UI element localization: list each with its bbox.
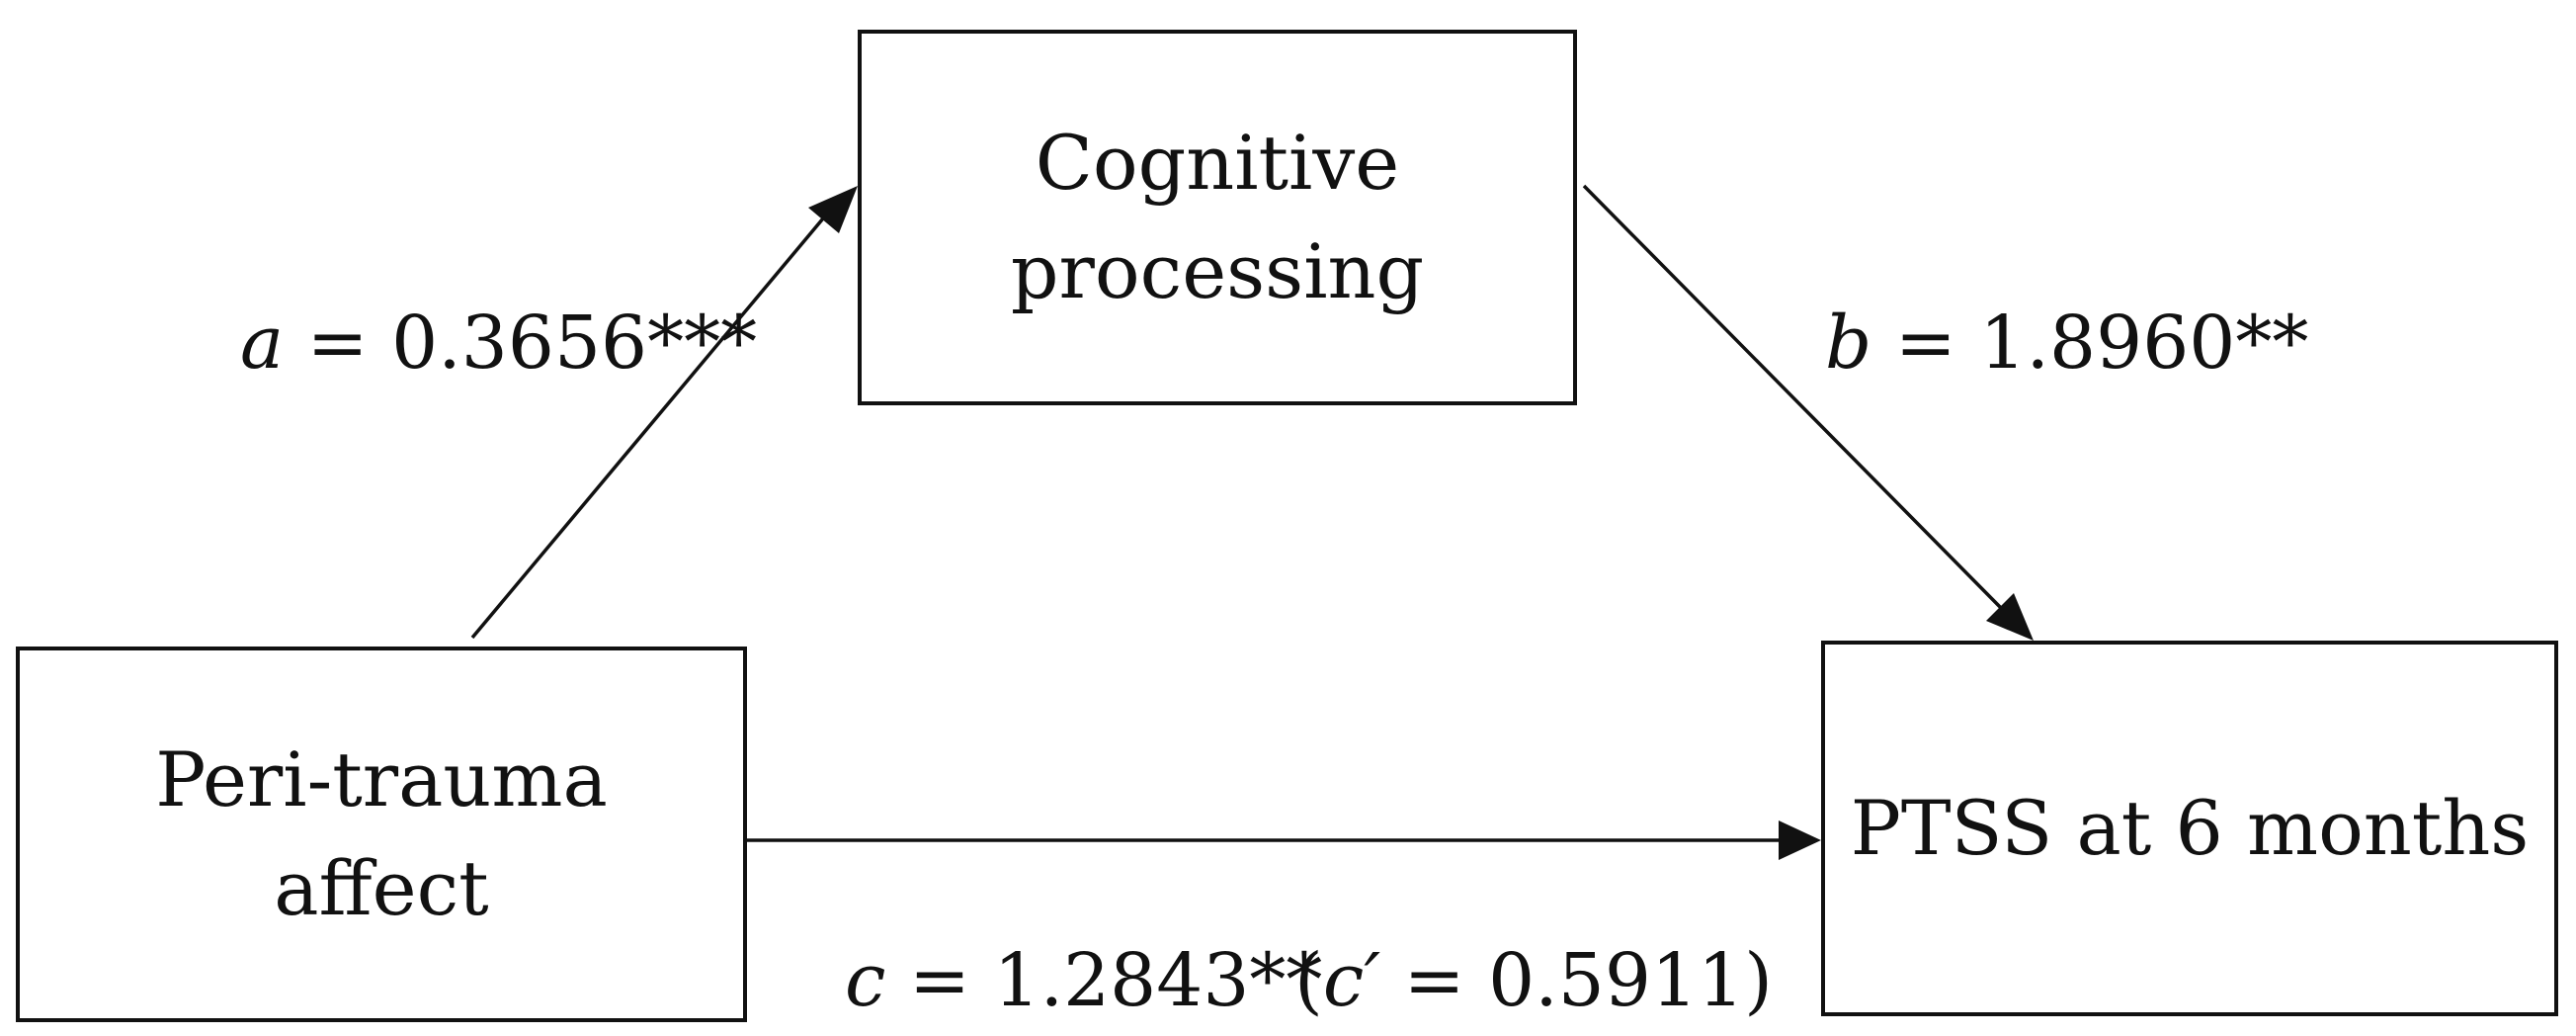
node-peri-trauma-affect: Peri-trauma affect — [16, 647, 747, 1022]
path-b-label: b = 1.8960** — [1825, 306, 2308, 380]
path-c-value: = 1.2843** — [885, 938, 1323, 1023]
node-ptss-6-months-line1: PTSS at 6 months — [1850, 783, 2530, 872]
arrowhead-a — [808, 186, 858, 233]
node-peri-trauma-affect-line1: Peri-trauma — [155, 734, 608, 823]
path-a-label: a = 0.3656*** — [240, 306, 757, 380]
path-c-prime-value: = 0.5911) — [1380, 938, 1773, 1023]
arrowhead-b — [1986, 593, 2034, 641]
path-b-value: = 1.8960** — [1871, 301, 2309, 386]
path-c-symbol: c — [845, 938, 886, 1023]
arrow-a — [470, 211, 830, 640]
path-c-prime-label: (c′ = 0.5911) — [1294, 944, 1773, 1017]
node-cognitive-processing: Cognitive processing — [858, 30, 1577, 405]
node-cognitive-processing-line2: processing — [1010, 227, 1425, 315]
arrow-b — [1582, 184, 2008, 615]
path-c-prime-symbol: c′ — [1322, 938, 1381, 1023]
path-c-label: c = 1.2843** — [845, 944, 1322, 1017]
path-a-symbol: a — [240, 301, 285, 386]
node-cognitive-processing-line1: Cognitive — [1035, 118, 1400, 207]
node-peri-trauma-affect-line2: affect — [274, 844, 489, 932]
path-a-value: = 0.3656*** — [284, 301, 758, 386]
arrowhead-c — [1779, 820, 1821, 860]
path-b-symbol: b — [1825, 301, 1872, 386]
node-ptss-6-months: PTSS at 6 months — [1821, 641, 2558, 1016]
path-c-prime-open: ( — [1294, 938, 1323, 1023]
